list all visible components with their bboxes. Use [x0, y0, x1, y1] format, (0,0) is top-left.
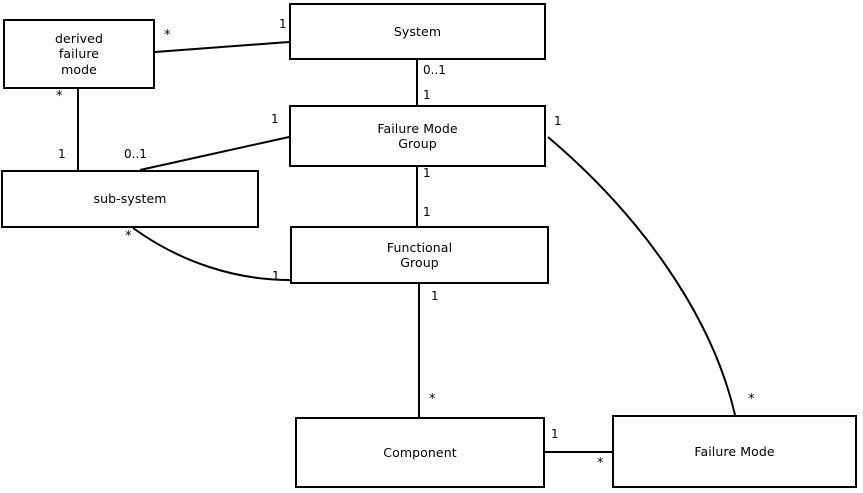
multiplicity-m-sub-dfm-one: 1 [58, 147, 66, 161]
class-box-failure-mode[interactable]: Failure Mode [612, 415, 857, 488]
multiplicity-m-dfm-sub-star: * [56, 89, 63, 104]
multiplicity-m-sub-fmg-zero: 0..1 [124, 147, 147, 161]
connector-sub-system--failure-mode-group [139, 136, 290, 171]
connector-sub-system--functional-group [132, 227, 291, 281]
class-name-system: System [393, 23, 442, 39]
class-box-failure-mode-group[interactable]: Failure Mode Group [289, 105, 546, 167]
multiplicity-m-system-fmg-zero: 0..1 [423, 63, 446, 77]
multiplicity-m-system-dfm-one: 1 [279, 17, 287, 31]
multiplicity-m-fg-comp-one: 1 [431, 289, 439, 303]
connector-failure-mode-group--failure-mode [547, 136, 736, 416]
multiplicity-m-fg-sub-one: 1 [272, 269, 280, 283]
class-name-failure-mode: Failure Mode [694, 443, 775, 459]
class-name-sub-system: sub-system [93, 191, 167, 207]
class-box-sub-system[interactable]: sub-system [1, 170, 259, 228]
multiplicity-m-fm-comp-star: * [597, 456, 604, 471]
class-box-functional-group[interactable]: Functional Group [290, 226, 549, 284]
class-name-functional-group: Functional Group [386, 239, 453, 271]
multiplicity-m-sub-fg-star: * [125, 229, 132, 244]
class-name-failure-mode-group: Failure Mode Group [377, 120, 458, 152]
class-box-system[interactable]: System [289, 3, 546, 60]
multiplicity-m-fmg-sub-one: 1 [271, 112, 279, 126]
multiplicity-m-fm-fmg-star: * [748, 392, 755, 407]
multiplicity-m-dfm-system-star: * [164, 28, 171, 43]
multiplicity-m-fmg-fm-one: 1 [554, 114, 562, 128]
multiplicity-m-fg-fmg-one-bot: 1 [423, 205, 431, 219]
connector-derived-failure-mode--system [154, 41, 290, 53]
multiplicity-m-comp-fg-star: * [429, 392, 436, 407]
class-box-derived-failure-mode[interactable]: derived failure mode [3, 19, 155, 89]
class-box-component[interactable]: Component [295, 417, 545, 488]
class-name-derived-failure-mode: derived failure mode [55, 30, 103, 77]
multiplicity-m-fmg-fg-one-top: 1 [423, 166, 431, 180]
multiplicity-m-fmg-system-one: 1 [423, 88, 431, 102]
class-name-component: Component [383, 444, 457, 460]
multiplicity-m-comp-fm-one: 1 [551, 427, 559, 441]
